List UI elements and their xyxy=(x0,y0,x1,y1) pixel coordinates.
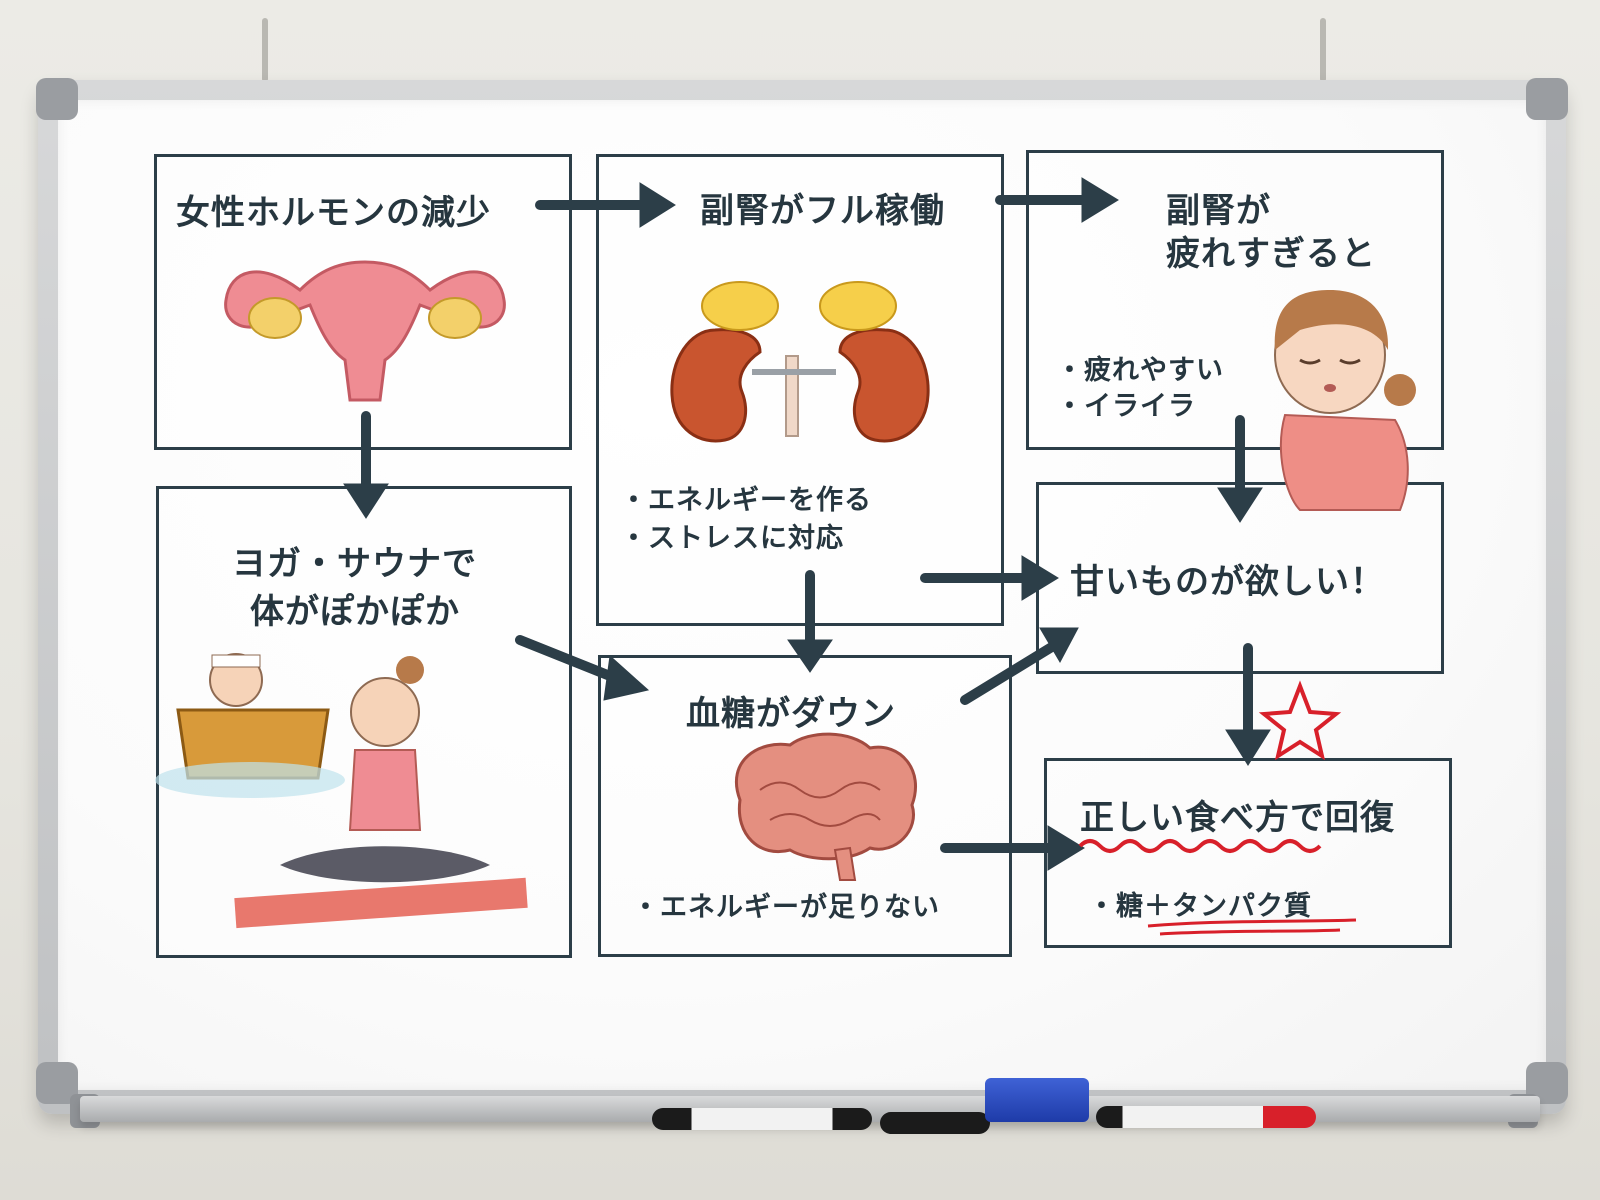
marker-red[interactable] xyxy=(1096,1106,1316,1128)
uterus-icon xyxy=(224,260,506,402)
frame-corner-tr xyxy=(1526,78,1568,120)
flow-arrows xyxy=(343,177,1271,871)
adrenal-bullet-2: ・ストレスに対応 xyxy=(620,523,844,554)
panel-recovery xyxy=(1044,758,1452,948)
sweets-title: 甘いものが欲しい！ xyxy=(1070,562,1385,602)
recovery-title: 正しい食べ方で回復 xyxy=(1080,798,1395,838)
hormone-title: 女性ホルモンの減少 xyxy=(176,193,491,233)
sugar-bullet-1: ・エネルギーが足りない xyxy=(632,892,940,923)
yoga-title-line2: 体がぽかぽか xyxy=(250,592,460,632)
wall-hook-left xyxy=(262,18,268,82)
marker-black-1[interactable] xyxy=(652,1108,872,1130)
eraser[interactable] xyxy=(985,1078,1089,1122)
arrow-sweets-to-recovery xyxy=(1225,643,1271,766)
red-star-icon xyxy=(1258,680,1342,761)
adrenal-title: 副腎がフル稼働 xyxy=(700,191,945,231)
adrenal-kidney-icon xyxy=(670,281,930,443)
panel-adrenal xyxy=(596,154,1004,626)
red-wavy-underline xyxy=(1078,839,1322,853)
arrow-tired-to-sweets xyxy=(1217,415,1263,523)
arrow-adrenal-to-sugar xyxy=(787,570,833,673)
sugar-title: 血糖がダウン xyxy=(686,694,896,734)
tired-bullet-2: ・イライラ xyxy=(1056,391,1196,422)
arrow-adrenal-to-tired xyxy=(995,177,1119,223)
red-double-underline xyxy=(1147,918,1357,936)
arrow-yoga-to-sugar xyxy=(515,635,650,701)
brain-icon xyxy=(734,732,918,881)
tired-woman-icon xyxy=(1274,290,1416,511)
arrow-hormone-to-yoga xyxy=(343,411,389,519)
sauna-yoga-icon xyxy=(155,653,528,929)
tired-title-line2: 疲れすぎると xyxy=(1166,234,1376,274)
frame-corner-tl xyxy=(36,78,78,120)
tired-bullet-1: ・疲れやすい xyxy=(1056,355,1224,386)
recovery-bullet-1: ・糖＋タンパク質 xyxy=(1088,891,1312,922)
arrow-sugar-to-sweets xyxy=(960,627,1079,705)
wall-hook-right xyxy=(1320,18,1326,82)
tired-title-line1: 副腎が xyxy=(1166,191,1271,231)
marker-black-2[interactable] xyxy=(880,1112,990,1134)
adrenal-bullet-1: ・エネルギーを作る xyxy=(620,485,872,516)
yoga-title-line1: ヨガ・サウナで xyxy=(232,544,477,584)
arrow-adrenal-to-sweets xyxy=(920,555,1059,601)
whiteboard-surface xyxy=(58,100,1546,1090)
arrow-sugar-to-recovery xyxy=(940,825,1085,871)
arrow-hormone-to-adrenal xyxy=(535,182,676,228)
